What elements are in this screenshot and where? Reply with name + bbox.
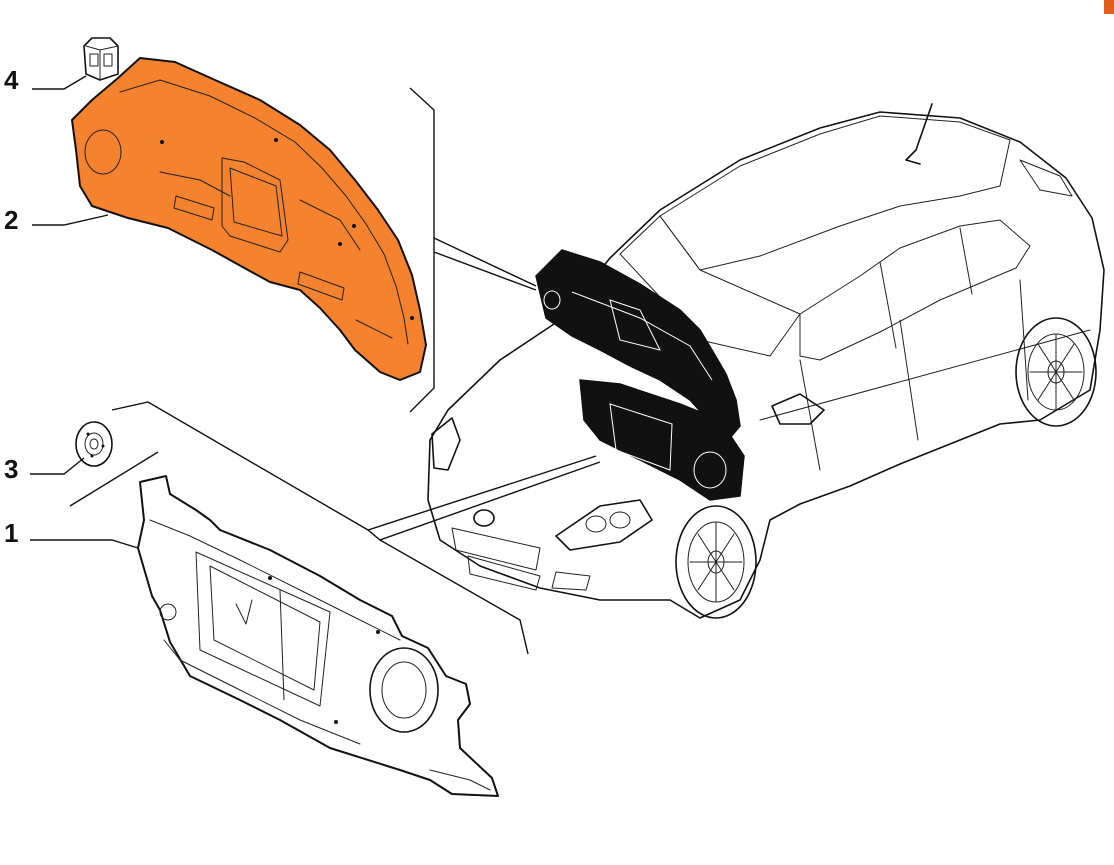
hood-pad-fill <box>71 57 427 381</box>
bracket-line-lower <box>111 401 529 655</box>
car-body-outline <box>427 111 1105 619</box>
pointer-line-upper-b <box>433 251 537 291</box>
bracket-line-lower-b <box>69 451 159 507</box>
callout-3[interactable]: 3 <box>4 454 85 484</box>
pointer-line-upper-a <box>433 237 537 287</box>
part-2-hood-insulation-pad[interactable] <box>71 57 427 381</box>
bulkhead-panel-outline <box>137 475 499 797</box>
chevron-right-icon <box>1104 0 1114 14</box>
leader-line-1 <box>30 539 139 549</box>
installed-bulkhead-insulation <box>579 379 745 501</box>
leader-line-3 <box>30 457 85 475</box>
callout-2[interactable]: 2 <box>4 205 109 235</box>
leader-line-4 <box>32 75 87 90</box>
callout-number-4: 4 <box>4 65 19 95</box>
pointer-line-lower <box>367 455 597 531</box>
bracket-line-upper <box>409 87 435 413</box>
callout-number-2: 2 <box>4 205 18 235</box>
part-1-bulkhead-insulation-panel[interactable] <box>137 475 499 797</box>
part-4-clip[interactable] <box>83 37 119 81</box>
callout-1[interactable]: 1 <box>4 518 139 549</box>
part-3-grommet[interactable] <box>75 421 113 467</box>
callout-number-3: 3 <box>4 454 18 484</box>
installed-hood-insulation <box>535 249 741 440</box>
callout-4[interactable]: 4 <box>4 65 87 95</box>
pointer-line-lower-b <box>379 461 601 541</box>
car-illustration <box>427 103 1105 619</box>
leader-line-2 <box>32 214 109 226</box>
callout-number-1: 1 <box>4 518 18 548</box>
